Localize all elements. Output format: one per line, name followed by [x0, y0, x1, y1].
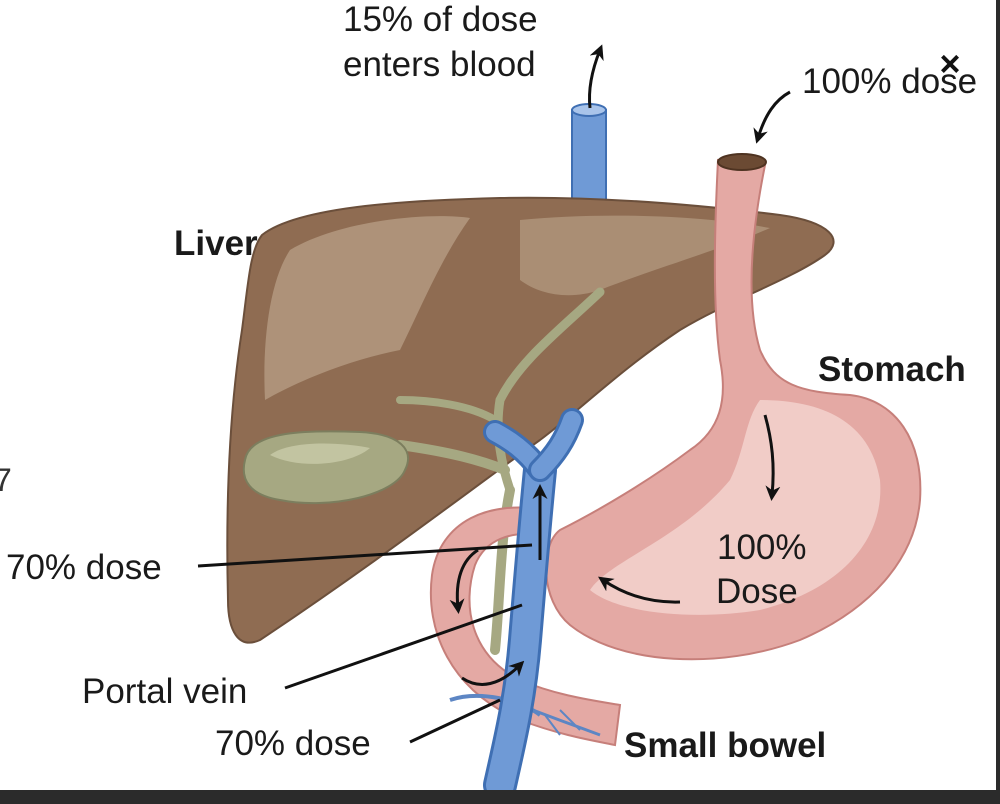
liver [226, 196, 835, 644]
leader-lines [197, 543, 533, 744]
stomach-label: Stomach [818, 350, 966, 389]
hepatic-vein [571, 103, 607, 211]
drug-absorption-diagram [197, 44, 922, 790]
portal-vein [483, 408, 584, 790]
portal-vein-label: Portal vein [82, 672, 248, 711]
small-bowel-label: Small bowel [624, 726, 827, 765]
leader-seventy-upper [197, 543, 533, 568]
arrow-bowel-curve [449, 548, 479, 614]
arrow-to-blood [588, 44, 604, 109]
liver-label: Liver [174, 224, 258, 263]
enters-blood-label-line1: 15% of dose [343, 0, 538, 39]
close-icon[interactable]: × [939, 43, 961, 84]
arrow-dose-in [753, 90, 791, 144]
arrow-bowel-to-vein [461, 660, 525, 686]
seventy-percent-upper-label: 70% dose [6, 548, 162, 587]
arrow-stomach-down [763, 414, 781, 501]
enters-blood-label-line2: enters blood [343, 45, 536, 84]
gallbladder [242, 287, 605, 655]
stomach-dose-line2: Dose [716, 572, 798, 611]
clipped-edge-text: 7 [0, 462, 12, 498]
seventy-percent-lower-label: 70% dose [215, 724, 371, 763]
leader-portal-vein [284, 603, 523, 690]
dose-in-label: 100% dose [802, 62, 978, 101]
diagram-card: 15% of dose enters blood 100% dose Liver… [0, 0, 996, 790]
stomach-dose-line1: 100% [717, 528, 807, 567]
stomach [545, 153, 922, 661]
arrow-stomach-to-bowel [598, 576, 681, 604]
leader-seventy-lower [409, 698, 501, 744]
flow-arrows [449, 44, 791, 686]
